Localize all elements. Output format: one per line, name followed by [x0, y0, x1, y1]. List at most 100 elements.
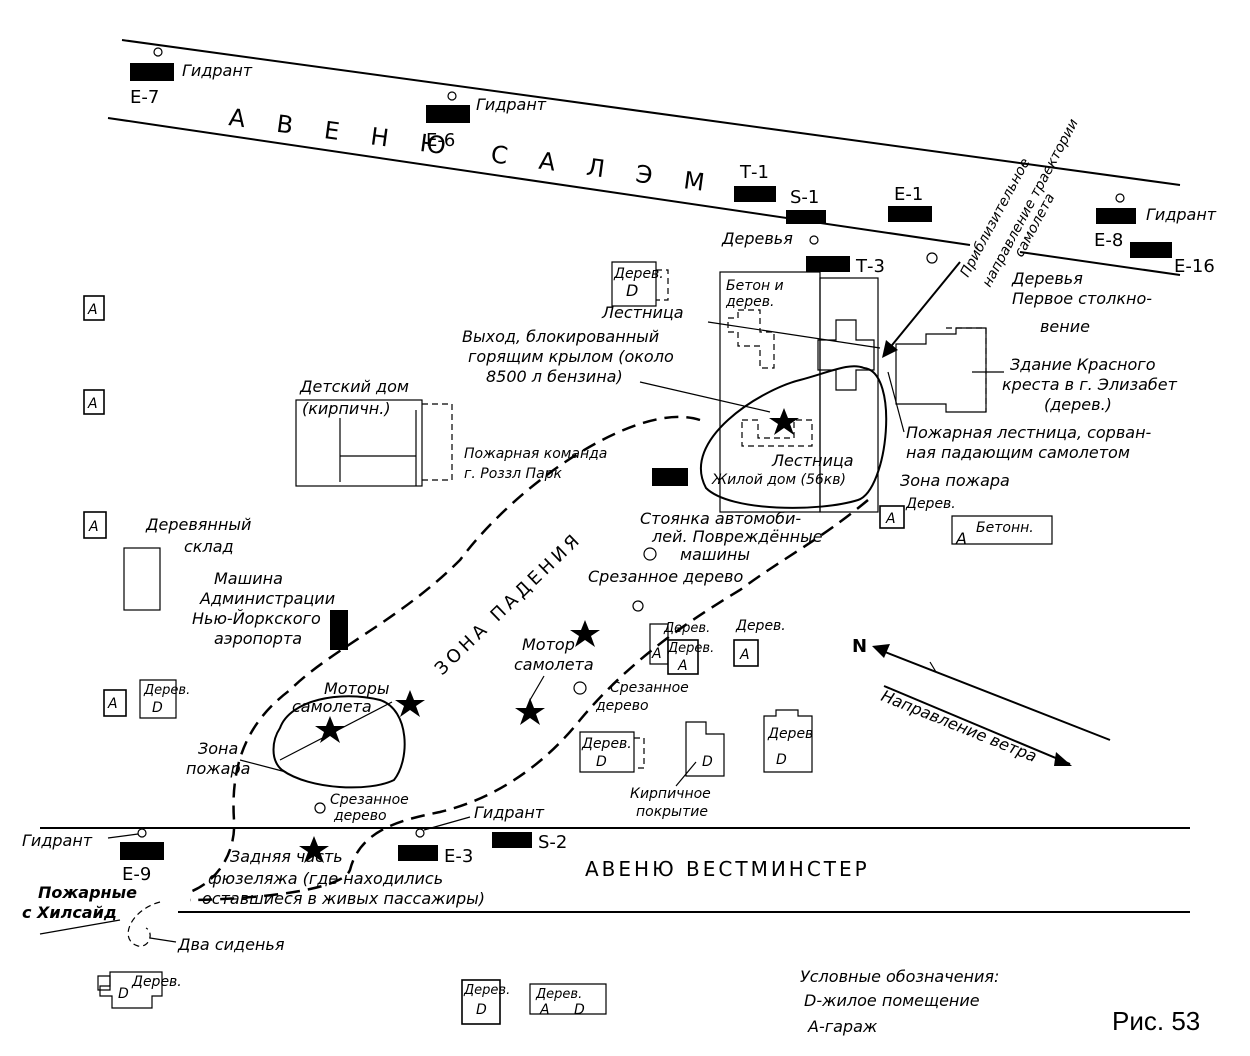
- e3-label: Е-3: [444, 846, 473, 867]
- tree-icon: [573, 681, 587, 695]
- garage-label: А: [107, 696, 118, 712]
- fuselage-label-2: фюзеляжа (где находились: [208, 869, 443, 888]
- wind-line: [879, 649, 1111, 741]
- hydrant-icon: [415, 828, 425, 838]
- hydrant-icon: [447, 91, 457, 101]
- wood-label: Дерев.: [581, 736, 632, 752]
- warehouse-label-2: склад: [184, 537, 234, 556]
- star-marker-icon: [315, 716, 345, 743]
- wood-label: Дерев.: [535, 987, 582, 1002]
- red-cross-outline: [895, 327, 987, 413]
- garage-label: А: [885, 511, 896, 527]
- exit-label-1: Выход, блокированный: [462, 327, 659, 346]
- e9-label: Е-9: [122, 864, 151, 885]
- house-derev-d-1: Дерев. D: [611, 261, 669, 307]
- dwelling-label: D: [626, 281, 638, 300]
- wood-label: Дерев.: [463, 983, 510, 998]
- wind-label: Направление ветра: [879, 686, 1040, 766]
- e8-label: Е-8: [1094, 230, 1123, 251]
- cut-tree2-label-1: Срезанное: [610, 680, 689, 696]
- tree-icon: [314, 802, 326, 814]
- cut-tree3-label-2: дерево: [333, 808, 387, 824]
- fire-zone-west-outline: [272, 695, 406, 789]
- engine-markers: Мотор самолета Срезанное дерево: [514, 620, 689, 725]
- dwelling-label: D: [152, 700, 163, 716]
- hillside-label-2: с Хилсайд: [22, 903, 117, 922]
- e1-label: Е-1: [894, 184, 923, 205]
- tree-icon: [643, 547, 657, 561]
- legend: Условные обозначения: D-жилое помещение …: [800, 967, 999, 1036]
- first-collision-label-2: вение: [1040, 317, 1090, 336]
- dwelling-label: D: [118, 986, 129, 1002]
- star-marker-icon: [515, 698, 545, 725]
- fire-zone2-label-1: Зона: [198, 739, 238, 758]
- t3-label: Т-3: [855, 256, 885, 277]
- brick-cover-label-2: покрытие: [636, 804, 708, 820]
- salem-label-2: С А Л Э М: [489, 140, 718, 198]
- hillside-fire-trucks: Пожарные с Хилсайд Два сиденья: [22, 883, 285, 954]
- first-collision-label-1: Первое столкно-: [1012, 289, 1152, 308]
- t1-label: Т-1: [739, 162, 769, 183]
- westminster-avenue: АВЕНЮ ВЕСТМИНСТЕР: [40, 827, 1190, 913]
- garage-label: А: [87, 396, 98, 412]
- fire-zone-apartment: [699, 365, 888, 509]
- wood-label: Дерев.: [131, 974, 182, 990]
- hydrant-icon: [1115, 193, 1125, 203]
- legend-a-item: А-гараж: [807, 1017, 878, 1036]
- star-marker-icon: [769, 408, 799, 435]
- two-seats-label: Два сиденья: [177, 935, 285, 954]
- fire-escape-label-1: Пожарная лестница, сорван-: [906, 423, 1152, 442]
- admin-car-label-2: Администрации: [199, 589, 335, 608]
- crash-zone-seats-tail: [127, 901, 161, 947]
- hydrant-icon: [153, 47, 163, 57]
- orphanage-label-1: Детский дом: [299, 377, 409, 396]
- red-cross-label-1: Здание Красного: [1010, 355, 1156, 374]
- apartment-complex: Бетон и дерев. Лестница Выход, блокирова…: [462, 271, 888, 513]
- fuselage: Задняя часть фюзеляжа (где находились ос…: [202, 836, 485, 908]
- vehicle-e8: Е-8 Гидрант: [1094, 193, 1217, 251]
- engines-label-1: Моторы: [324, 679, 390, 698]
- garage-label: А: [739, 647, 750, 663]
- houses-bottom: Дерев. D Дерев. D Дерев. А D: [97, 971, 607, 1025]
- red-cross-label-2: креста в г. Элизабет: [1002, 375, 1178, 394]
- stairs-label: Лестница: [601, 303, 684, 322]
- vehicle-admin-car: [330, 610, 348, 650]
- hydrant-label: Гидрант: [1146, 205, 1217, 224]
- tree-icon: [809, 235, 819, 245]
- star-marker-icon: [299, 836, 329, 863]
- hydrant-label: Гидрант: [474, 803, 545, 822]
- garage-label: А: [955, 529, 967, 548]
- hydrant-icon: [137, 828, 147, 838]
- vehicle-e9: Е-9 Гидрант: [22, 828, 164, 885]
- wood-label: Дерев.: [905, 496, 956, 512]
- apartment-label: Жилой дом (56кв): [711, 472, 846, 488]
- wood-label: Дерев: [767, 726, 813, 742]
- vehicle-e3: Е-3 Гидрант: [398, 803, 545, 867]
- orphanage: Детский дом (кирпичн.) Пожарная команда …: [295, 377, 607, 487]
- cut-tree2-label-2: дерево: [595, 698, 649, 714]
- wood-label: Дерев.: [735, 618, 786, 634]
- wood-label: Дерев.: [667, 641, 714, 656]
- legend-d-item: D-жилое помещение: [804, 991, 980, 1010]
- parking-label-3: машины: [680, 545, 750, 564]
- westminster-label: АВЕНЮ ВЕСТМИНСТЕР: [585, 857, 870, 881]
- vehicle-e1: Е-1: [888, 184, 932, 222]
- e16-label: Е-16: [1174, 256, 1215, 277]
- engine-label-1: Мотор: [522, 635, 575, 654]
- garages-left: А А А: [83, 295, 107, 539]
- orphanage-label-2: (кирпичн.): [302, 399, 391, 418]
- legend-title: Условные обозначения:: [800, 967, 999, 986]
- garage-label: А: [88, 519, 99, 535]
- stairwell-south: [741, 419, 813, 447]
- figure-number: Рис. 53: [1112, 1006, 1200, 1036]
- north-arrow-head: [872, 644, 890, 658]
- stairwell-east: [817, 319, 875, 391]
- houses-center-south: Дерев. D D Кирпичное покрытие Дерев D: [579, 709, 813, 820]
- s1-label: S-1: [790, 187, 819, 208]
- admin-car-labels: Машина Администрации Нью-Йоркского аэроп…: [192, 569, 335, 648]
- fuselage-label-1: Задняя часть: [230, 847, 343, 866]
- crash-zone-south-edge: [189, 499, 869, 902]
- admin-car-label-3: Нью-Йоркского: [192, 609, 321, 628]
- tree-icon: [632, 600, 644, 612]
